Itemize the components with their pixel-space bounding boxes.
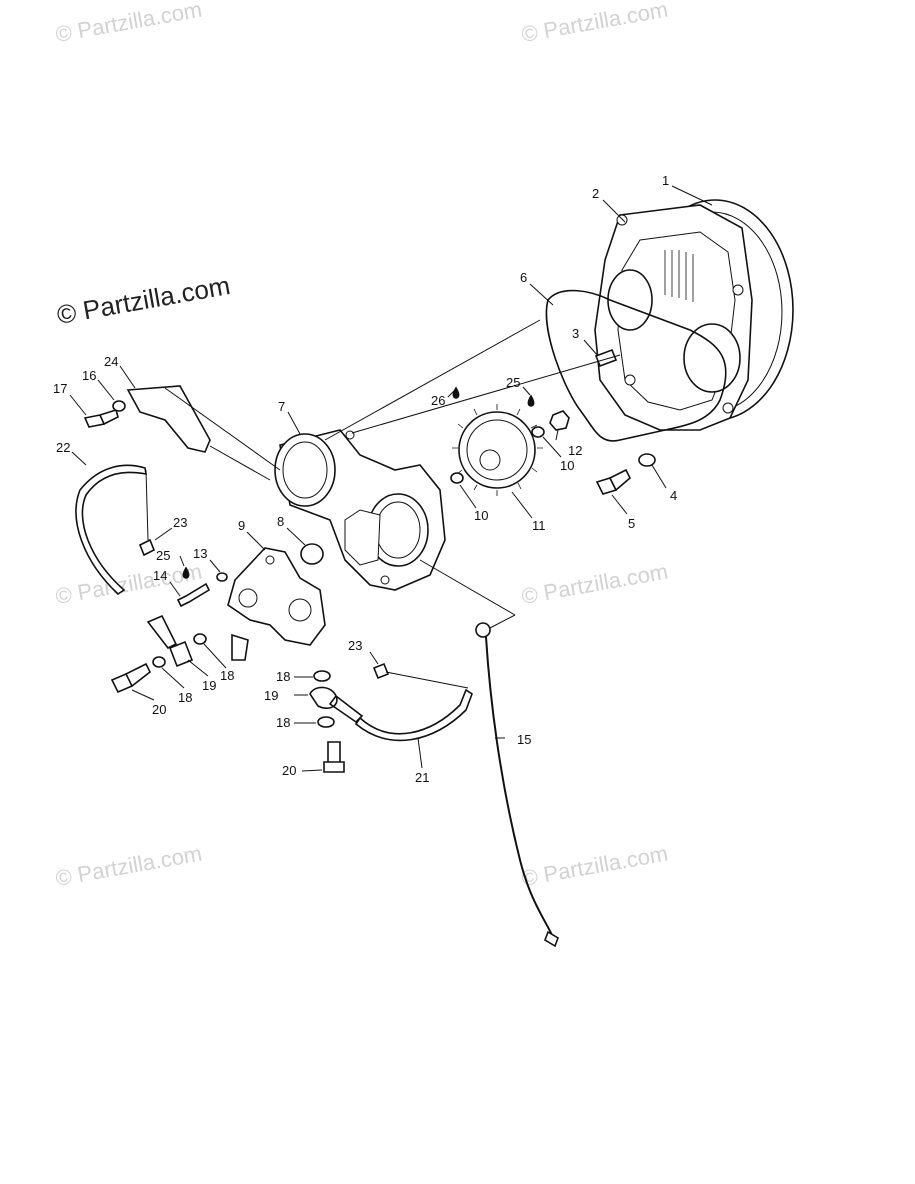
callout-20-a: 20 — [152, 702, 166, 717]
bolt-part — [110, 662, 152, 694]
callout-5: 5 — [628, 516, 635, 531]
leader-lines — [69, 185, 713, 772]
washer-part — [152, 656, 166, 668]
callout-9: 9 — [238, 518, 245, 533]
callout-25-b: 25 — [506, 375, 520, 390]
callout-2: 2 — [592, 186, 599, 201]
callout-3: 3 — [572, 326, 579, 341]
nut-part — [549, 410, 570, 431]
callout-10-right: 10 — [560, 458, 574, 473]
washer-part — [112, 400, 126, 412]
callout-13: 13 — [193, 546, 207, 561]
callout-15: 15 — [517, 732, 531, 747]
hose-part — [354, 688, 473, 742]
gear-part — [452, 404, 543, 496]
callout-26: 26 — [431, 393, 445, 408]
callout-18-c: 18 — [276, 669, 290, 684]
ground-wire-part — [475, 622, 559, 948]
callout-1: 1 — [662, 173, 669, 188]
assembly-guide-lines — [145, 319, 621, 689]
callout-23-a: 23 — [173, 515, 187, 530]
banjo-fitting-part — [168, 640, 194, 668]
cylinder-housing-part — [274, 429, 446, 591]
callout-11: 11 — [532, 518, 546, 533]
callout-25-a: 25 — [156, 548, 170, 563]
clamp-part — [138, 538, 156, 557]
callout-10-left: 10 — [474, 508, 488, 523]
callout-labels: 1 2 3 4 5 6 7 8 9 10 10 11 12 13 14 15 1… — [53, 173, 677, 785]
callout-6: 6 — [520, 270, 527, 285]
washer-part — [313, 670, 331, 682]
washer-part — [193, 633, 207, 645]
callout-17: 17 — [53, 381, 67, 396]
dowel-pin-part — [594, 348, 618, 368]
callout-19-b: 19 — [264, 688, 278, 703]
callout-16: 16 — [82, 368, 96, 383]
washer-part — [450, 472, 464, 484]
gasket-seal-part — [545, 289, 727, 442]
washer-part — [216, 572, 228, 582]
callout-4: 4 — [670, 488, 677, 503]
callout-12: 12 — [568, 443, 582, 458]
callout-7: 7 — [278, 399, 285, 414]
washer-part — [531, 426, 545, 438]
callout-18-a: 18 — [178, 690, 192, 705]
callout-22: 22 — [56, 440, 70, 455]
bracket-part — [126, 385, 211, 453]
callout-24: 24 — [104, 354, 118, 369]
callout-14: 14 — [153, 568, 167, 583]
washer-part — [638, 453, 656, 467]
bolt-part — [323, 741, 345, 773]
clamp-part — [372, 662, 390, 680]
bolt-part — [83, 408, 119, 428]
housing-cover-part — [594, 199, 794, 431]
drop-marker-part — [452, 386, 460, 399]
o-ring-part — [300, 543, 324, 565]
socket-bolt-part — [595, 468, 631, 495]
washer-part — [317, 716, 335, 728]
callout-21: 21 — [415, 770, 429, 785]
drop-marker-part — [527, 394, 535, 407]
banjo-bolt-part — [146, 614, 178, 650]
callout-18-d: 18 — [276, 715, 290, 730]
banjo-fitting-part — [309, 686, 364, 724]
callout-8: 8 — [277, 514, 284, 529]
callout-18-b: 18 — [220, 668, 234, 683]
callout-23-b: 23 — [348, 638, 362, 653]
drop-marker-part — [182, 566, 190, 579]
oil-pump-part — [227, 547, 326, 661]
hose-part — [75, 464, 147, 596]
callout-19-a: 19 — [202, 678, 216, 693]
callout-20-b: 20 — [282, 763, 296, 778]
screw-part — [176, 582, 211, 608]
